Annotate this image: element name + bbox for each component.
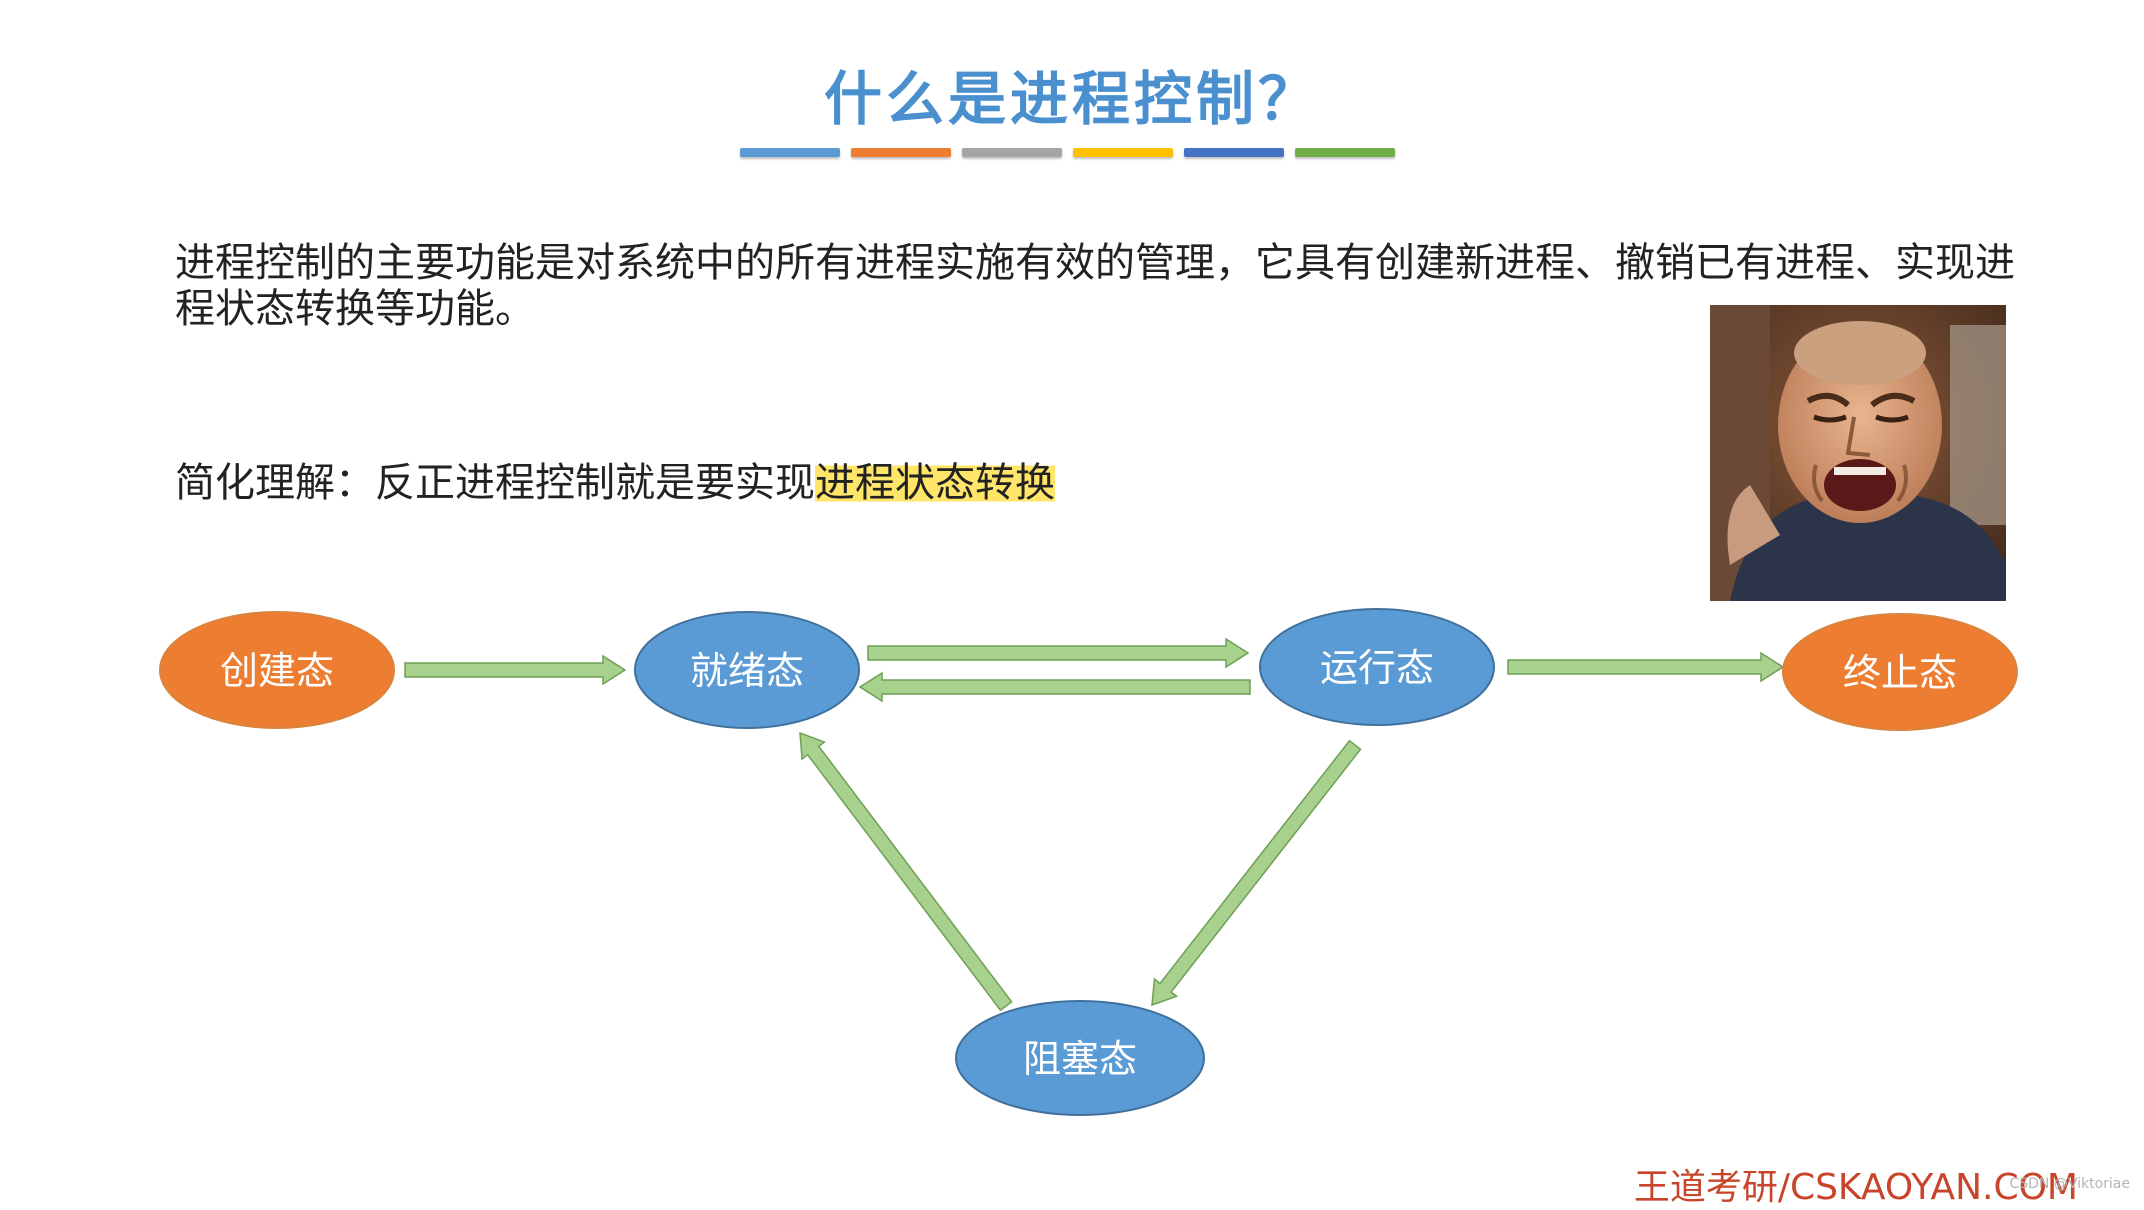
arrow-running-to-blocked: [1151, 739, 1362, 1007]
create-state-ellipse: [159, 611, 395, 729]
color-bar-segment: [740, 148, 840, 157]
running-state-label: 运行态: [1320, 646, 1434, 690]
highlighted-phrase: 进程状态转换: [815, 460, 1055, 506]
title-color-bar: [740, 148, 1395, 157]
crying-man-meme-photo: [1710, 305, 2006, 601]
running-state-ellipse: [1259, 608, 1495, 726]
node-ready-state: 就绪态: [634, 611, 860, 729]
blocked-state-ellipse: [955, 1000, 1205, 1116]
arrow-running-to-ready: [858, 671, 1251, 703]
watermark: CSDN @Viktoriae: [2009, 1176, 2130, 1192]
simplified-prefix: 简化理解：反正进程控制就是要实现: [175, 460, 815, 506]
color-bar-segment: [962, 148, 1062, 157]
create-state-label: 创建态: [220, 649, 334, 693]
ready-state-label: 就绪态: [690, 649, 804, 693]
color-bar-segment: [1073, 148, 1173, 157]
node-running-state: 运行态: [1259, 608, 1495, 726]
arrow-running-to-terminated: [1507, 651, 1785, 683]
intro-paragraph: 进程控制的主要功能是对系统中的所有进程实施有效的管理，它具有创建新进程、撤销已有…: [175, 240, 2015, 332]
node-terminated-state: 终止态: [1782, 613, 2018, 731]
color-bar-segment: [1295, 148, 1395, 157]
color-bar-segment: [1184, 148, 1284, 157]
simplified-understanding: 简化理解：反正进程控制就是要实现进程状态转换: [175, 450, 1055, 508]
terminated-state-label: 终止态: [1843, 651, 1957, 695]
blocked-state-label: 阻塞态: [1023, 1037, 1137, 1081]
arrow-create-to-ready: [404, 654, 627, 686]
terminated-state-ellipse: [1782, 613, 2018, 731]
arrow-ready-to-running: [867, 637, 1250, 669]
slide-title: 什么是进程控制？: [823, 65, 1320, 133]
meme-photo-illustration: [1710, 305, 2006, 601]
node-blocked-state: 阻塞态: [955, 1000, 1205, 1116]
color-bar-segment: [851, 148, 951, 157]
ready-state-ellipse: [634, 611, 860, 729]
arrow-blocked-to-ready: [799, 731, 1013, 1012]
node-create-state: 创建态: [159, 611, 395, 729]
